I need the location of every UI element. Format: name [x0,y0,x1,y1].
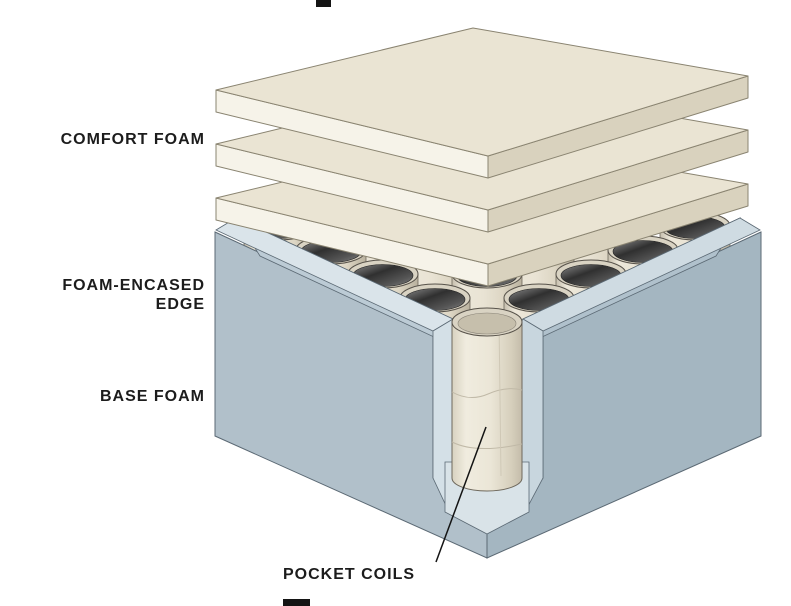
comfort-foam-label: COMFORT FOAM [60,131,205,148]
pocket-coils-label: POCKET COILS [283,566,416,583]
foam-slab [215,27,749,179]
comfort-foam-layers [215,27,749,287]
base-foam-label: BASE FOAM [100,388,205,405]
crop-mark-bottom [283,599,310,606]
foam-encased-edge-label: FOAM-ENCASED EDGE [62,277,205,314]
front-pocket-coil [451,307,523,492]
pocket-coils-leader-line [435,426,487,563]
crop-mark-top [316,0,331,7]
